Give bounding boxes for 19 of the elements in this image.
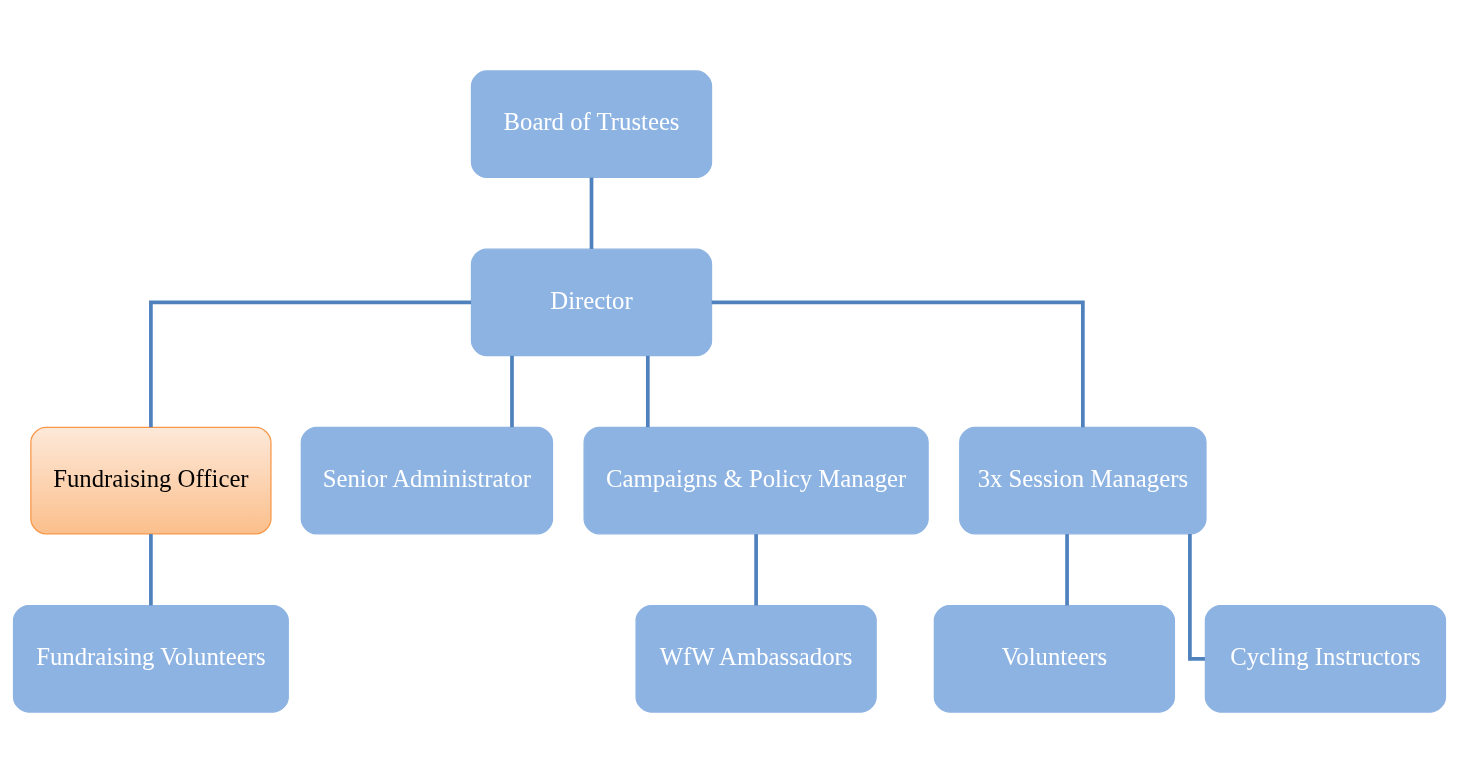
connector [711, 300, 1085, 428]
connector [754, 534, 758, 606]
node-box: Senior Administrator [300, 426, 554, 535]
connector [149, 534, 153, 606]
connector [645, 355, 650, 428]
connector [1188, 534, 1205, 661]
node-box: Fundraising Officer [30, 426, 272, 535]
node-box: Cycling Instructors [1204, 605, 1447, 713]
node-box: Fundraising Volunteers [12, 605, 289, 713]
node-box: Campaigns & Policy Manager [583, 426, 929, 535]
node-box: WfW Ambassadors [635, 605, 877, 713]
node-box: 3x Session Managers [959, 426, 1207, 535]
node-box: Volunteers [933, 605, 1176, 713]
connector [149, 300, 472, 428]
connector [510, 355, 514, 428]
connector [1065, 534, 1069, 606]
node-box: Board of Trustees [470, 70, 713, 178]
connector [589, 177, 594, 249]
node-box: Director [470, 248, 713, 357]
